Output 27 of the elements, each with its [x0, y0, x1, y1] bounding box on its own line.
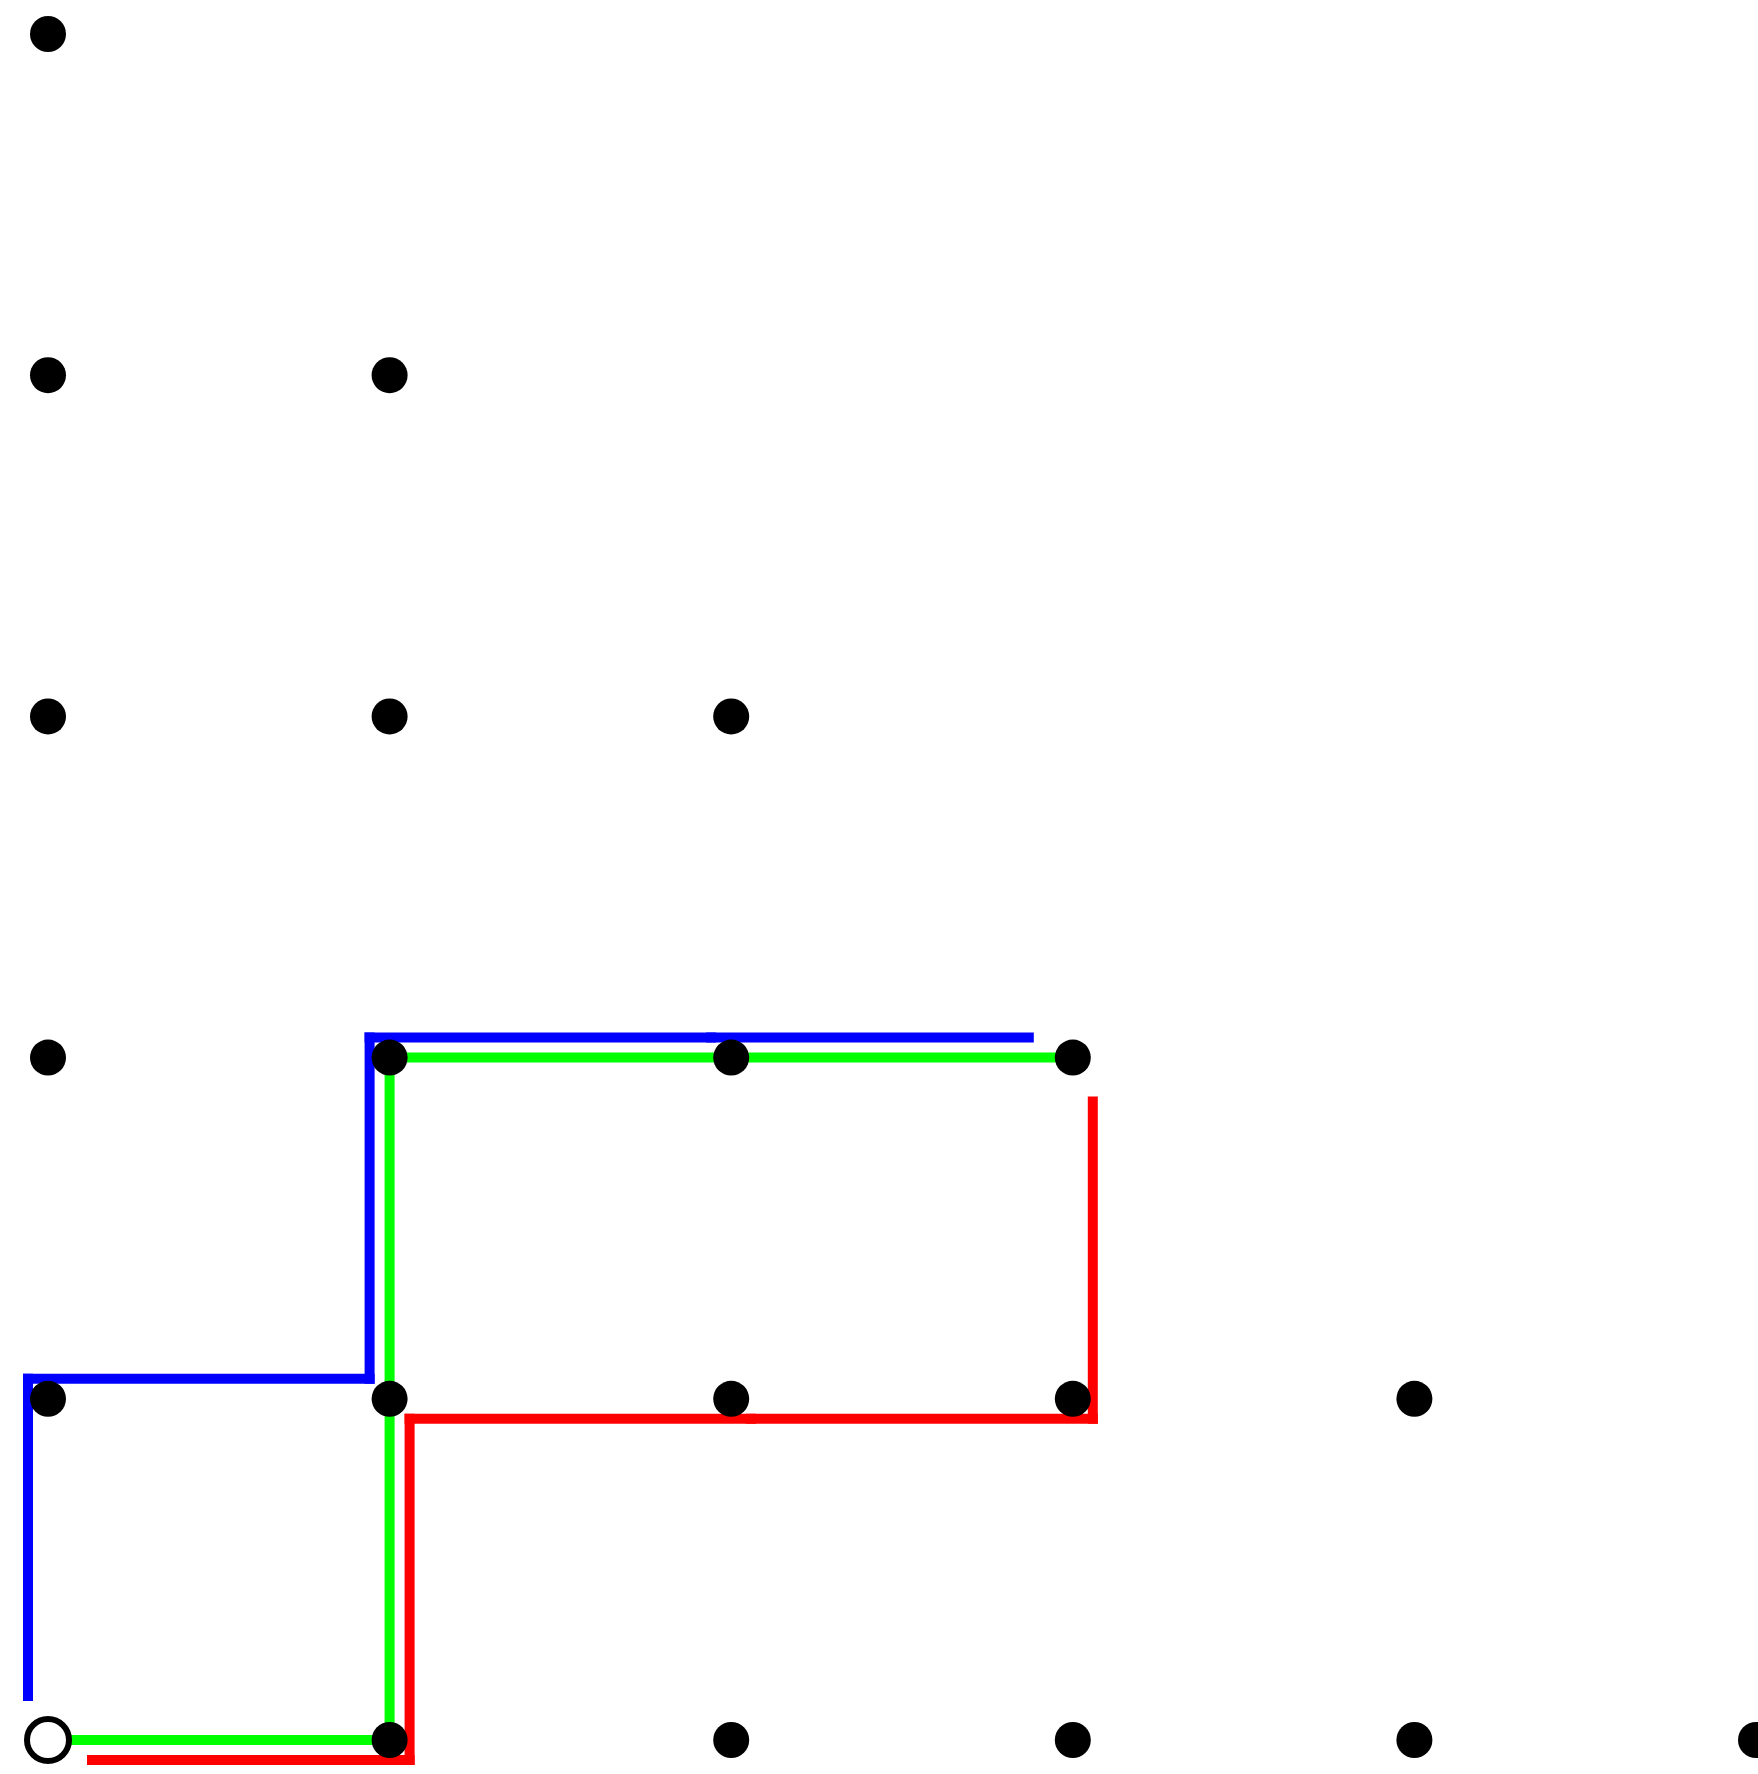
path-segment: [746, 1052, 1058, 1063]
lattice-point: [1054, 1039, 1091, 1076]
lattice-point: [713, 1380, 750, 1417]
lattice-point: [1738, 1722, 1758, 1758]
lattice-point: [713, 1039, 750, 1076]
origin-point: [24, 1716, 72, 1764]
path-segment: [706, 1032, 1034, 1043]
lattice-point: [371, 357, 408, 394]
lattice-point: [30, 1380, 66, 1417]
lattice-point: [1396, 1722, 1433, 1758]
lattice-point: [371, 1380, 408, 1417]
lattice-point: [713, 1722, 750, 1758]
path-segment: [384, 1413, 395, 1725]
lattice-point: [371, 1039, 408, 1076]
lattice-point: [1054, 1722, 1091, 1758]
lattice-point: [371, 1722, 408, 1758]
lattice-point: [30, 698, 66, 735]
lattice-point: [30, 1039, 66, 1076]
lattice-point: [371, 698, 408, 735]
lattice-point: [713, 698, 750, 735]
lattice-point: [1396, 1380, 1433, 1417]
path-segment: [384, 1072, 395, 1384]
path-segment: [1087, 1096, 1098, 1424]
path-segment: [404, 1052, 717, 1063]
lattice-point: [30, 357, 66, 394]
lattice-point: [30, 16, 66, 52]
lattice-point: [1054, 1380, 1091, 1417]
